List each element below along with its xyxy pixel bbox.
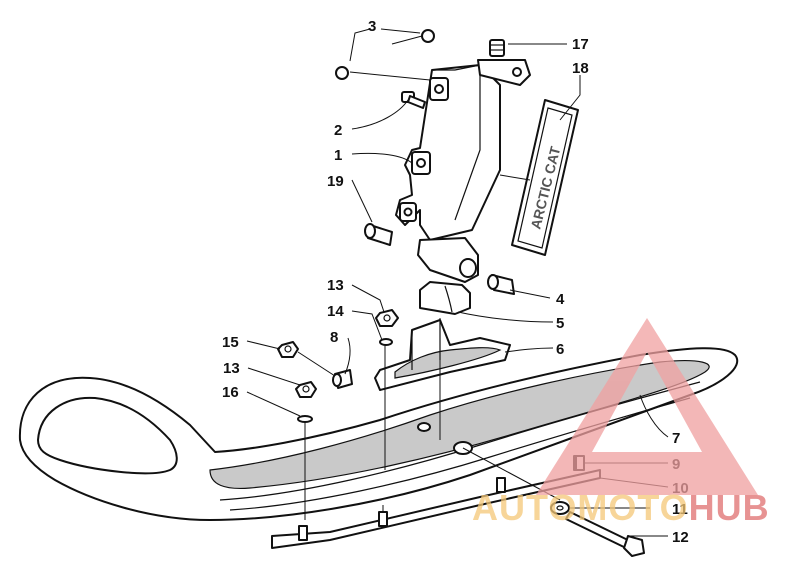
callout-12: 12 <box>672 529 689 546</box>
callout-labels: 1 2 3 4 5 6 7 8 9 10 11 12 13 13 14 15 1… <box>222 18 689 546</box>
callout-13-lower: 13 <box>223 360 240 377</box>
watermark-triangle-icon <box>536 318 758 495</box>
spindle <box>395 64 501 241</box>
callout-7: 7 <box>672 430 680 447</box>
callout-3: 3 <box>368 18 376 35</box>
spindle-yoke <box>417 237 479 283</box>
grease-fitting <box>477 39 531 86</box>
ski-body <box>18 347 739 521</box>
nut-13-lower <box>295 381 317 398</box>
callout-13-upper: 13 <box>327 277 344 294</box>
callout-5: 5 <box>556 315 564 332</box>
nut-13-upper <box>375 309 399 327</box>
callout-14: 14 <box>327 303 344 320</box>
bushing-19 <box>364 223 393 246</box>
callout-4: 4 <box>556 291 565 308</box>
leader-lines <box>246 28 669 537</box>
callout-11: 11 <box>672 501 688 518</box>
decal: ARCTIC CAT <box>511 99 579 256</box>
ski-saddle <box>374 319 511 391</box>
damper-block <box>419 281 471 315</box>
watermark-text-secondary: HUB <box>689 487 770 528</box>
svg-text:AUTOMOTOHUB: AUTOMOTOHUB <box>472 487 770 528</box>
callout-19: 19 <box>327 173 344 190</box>
washer-14 <box>379 338 393 346</box>
bolt-2 <box>401 91 426 109</box>
callout-2: 2 <box>334 122 342 139</box>
callout-16: 16 <box>222 384 239 401</box>
callout-18: 18 <box>572 60 589 77</box>
spacer-8 <box>332 369 353 389</box>
callout-17: 17 <box>572 36 589 53</box>
callout-1: 1 <box>334 147 342 164</box>
washer-11 <box>550 501 570 515</box>
callout-8: 8 <box>330 329 338 346</box>
nut-15 <box>277 341 299 358</box>
watermark-text-primary: AUTOMOTO <box>472 487 689 528</box>
watermark: AUTOMOTOHUB <box>472 318 770 528</box>
callout-15: 15 <box>222 334 239 351</box>
callout-6: 6 <box>556 341 564 358</box>
washer-16 <box>297 415 313 423</box>
bolt-12 <box>565 511 645 557</box>
bushing-4 <box>487 274 515 295</box>
